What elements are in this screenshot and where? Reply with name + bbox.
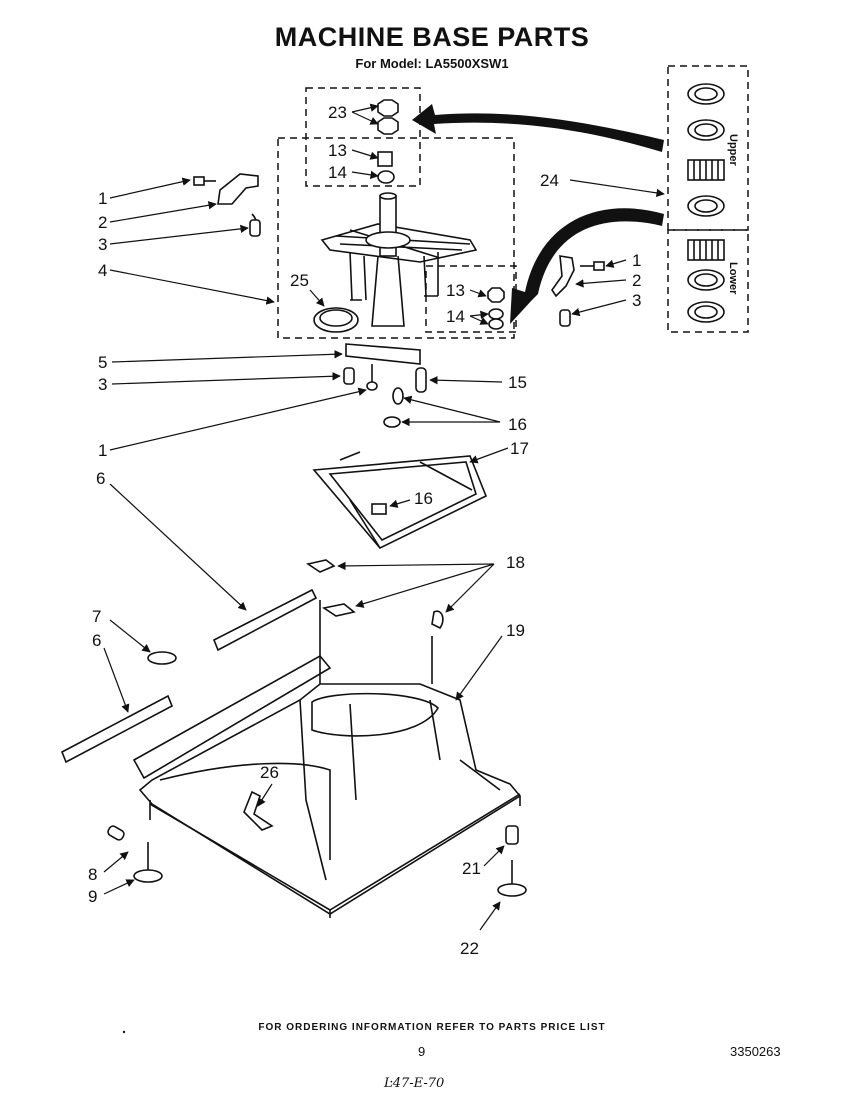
callout-17: 17 [510,439,529,458]
callout-18: 18 [506,553,525,572]
callout-2-upper-left: 2 [98,213,107,232]
part-9-leveling-leg-left [133,842,163,883]
upper-bearing-set [687,83,725,217]
bearing-lower-label: Lower [727,262,739,295]
part-25-seal-inner [319,309,353,327]
callout-26: 26 [260,763,279,782]
callout-3-center: 3 [98,375,107,394]
callout-5: 5 [98,353,107,372]
part-18-clip-a [305,559,336,573]
part-6-rail-lower [60,694,174,764]
callout-16-upper: 16 [508,415,527,434]
part-16-pad-middle [383,416,401,428]
callout-13-upper: 13 [328,141,347,160]
part-13-nut-right [487,287,505,303]
part-21-leg-nut [505,825,519,845]
callout-7: 7 [92,607,101,626]
part-18-clip-c [431,610,444,630]
bearing-upper-label: Upper [727,134,739,167]
part-26-bracket [243,790,274,831]
callout-numbers: 23 13 14 1 2 3 24 4 25 1 2 3 13 14 5 3 1… [88,103,641,958]
part-23-nuts [377,99,399,135]
leader-lines [103,103,665,931]
lower-bearing-set [687,239,725,323]
callout-19: 19 [506,621,525,640]
callout-22: 22 [460,939,479,958]
part-3-clip-right [559,309,571,327]
callout-14-upper: 14 [328,163,347,182]
part-16-pad-bottom [371,503,387,515]
part-25-seal-ring [313,307,359,333]
callout-14-right: 14 [446,307,465,326]
part-17-base-frame [312,451,488,549]
callout-8: 8 [88,865,97,884]
callout-24: 24 [540,171,559,190]
part-5-bracket [345,343,421,365]
page-number: 9 [418,1044,426,1059]
part-8-leg-cap [107,825,125,841]
callout-3-upper-left: 3 [98,235,107,254]
callout-1-upper-left: 1 [98,189,107,208]
part-16-pad-top [392,387,404,405]
upper-detail-box [305,87,421,187]
part-7-plug [147,651,177,665]
part-18-clip-b [321,603,356,617]
part-4-transmission-support [320,192,478,327]
stray-mark [122,1030,126,1034]
part-14-washer [377,170,395,184]
ordering-note: FOR ORDERING INFORMATION REFER TO PARTS … [258,1022,606,1033]
callout-4: 4 [98,261,107,280]
callout-1-center: 1 [98,441,107,460]
transmission-group-box [277,137,515,339]
lower-detail-arrow [510,208,664,324]
part-2-clamp-upper-left [217,173,259,205]
part-13-block [377,151,393,167]
callout-1-right: 1 [632,251,641,270]
lower-bearing-box [667,229,749,333]
part-1-bolt-right [580,261,605,271]
callout-6-upper: 6 [96,469,105,488]
callout-3-right: 3 [632,291,641,310]
part-6-rail-upper [212,588,318,652]
part-3-clip-upper-left [249,219,261,237]
model-subtitle: For Model: LA5500XSW1 [355,56,509,71]
part-14-washer-right-b [488,318,504,330]
part-15-spring [415,367,427,393]
callout-9: 9 [88,887,97,906]
callout-25: 25 [290,271,309,290]
upper-bearing-box [667,65,749,231]
part-14-washer-right-a [488,308,504,320]
page-title: MACHINE BASE PARTS [274,22,590,52]
part-19-machine-base [132,600,522,918]
callout-13-right: 13 [446,281,465,300]
part-1-bolt-center [366,364,378,391]
callout-21: 21 [462,859,481,878]
part-1-bolt-upper-left [193,176,216,186]
callout-15: 15 [508,373,527,392]
callout-2-right: 2 [632,271,641,290]
part-3-clip-center [343,367,355,385]
part-2-clamp-right [551,255,575,298]
document-number: 3350263 [730,1044,781,1059]
upper-detail-arrow [412,104,664,152]
part-22-leveling-leg-right [497,860,527,897]
handwritten-note: Ŀ47-E-70 [384,1076,445,1091]
callout-6-lower: 6 [92,631,101,650]
callout-16-lower: 16 [414,489,433,508]
callout-23: 23 [328,103,347,122]
